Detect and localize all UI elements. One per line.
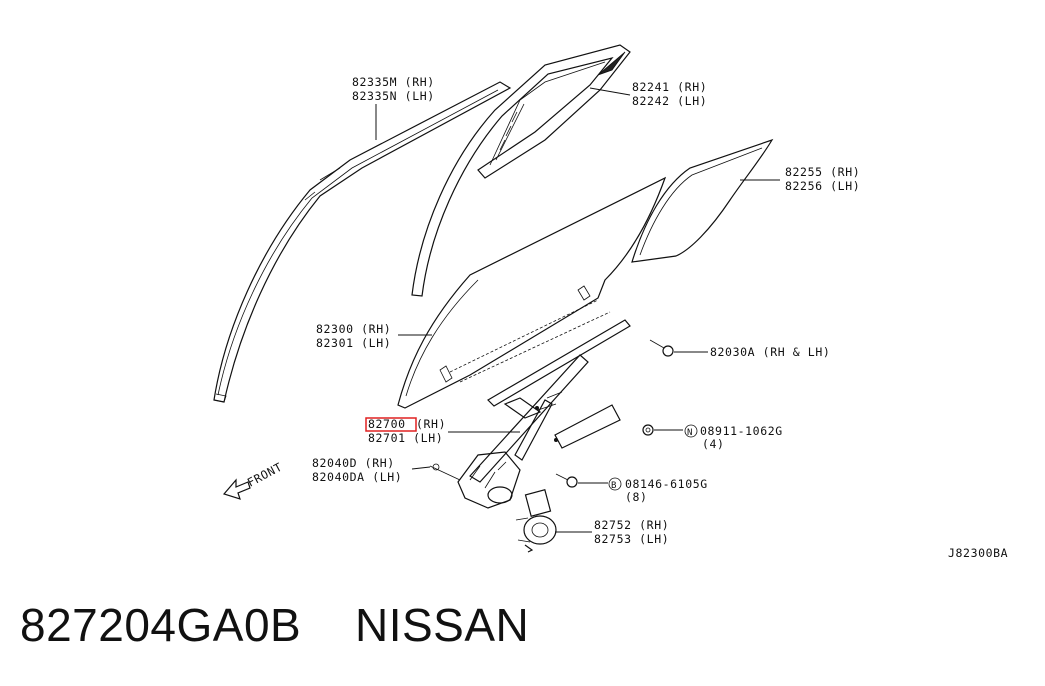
label-82255: 82255 (RH)	[785, 165, 860, 179]
label-82300: 82300 (RH)	[316, 322, 391, 336]
nut-symbol: N	[687, 428, 693, 438]
label-08146-qty: (8)	[625, 490, 648, 504]
label-82752: 82752 (RH)	[594, 518, 669, 532]
sash-channel-part	[411, 44, 631, 297]
nut-symbol-circle	[684, 424, 698, 438]
motor-part	[515, 489, 557, 553]
label-82700-suffix: (RH)	[416, 417, 446, 431]
highlight-box	[365, 417, 417, 432]
label-08911: 08911-1062G	[700, 424, 783, 438]
front-label: FRONT	[245, 460, 285, 490]
label-82335m: 82335M (RH)	[352, 75, 435, 89]
footer-brand: NISSAN	[355, 599, 530, 651]
bolt-08146	[555, 473, 578, 488]
label-82040d: 82040D (RH)	[312, 456, 395, 470]
parts-diagram: 82335M (RH) 82335N (LH) 82241 (RH) 82242…	[213, 44, 1008, 560]
label-82241: 82241 (RH)	[632, 80, 707, 94]
bolt-symbol-circle	[608, 477, 622, 491]
regulator-part	[449, 299, 631, 483]
label-82335n: 82335N (LH)	[352, 89, 435, 103]
leader-lines	[375, 87, 780, 533]
label-82700[interactable]: 82700	[368, 417, 406, 431]
bolt-82030a	[649, 339, 674, 357]
label-82242: 82242 (LH)	[632, 94, 707, 108]
label-82753: 82753 (LH)	[594, 532, 669, 546]
label-82040da: 82040DA (LH)	[312, 470, 402, 484]
front-arrow: FRONT	[222, 460, 285, 500]
diagram-code: J82300BA	[948, 546, 1008, 560]
label-82256: 82256 (LH)	[785, 179, 860, 193]
label-82030a: 82030A (RH & LH)	[710, 345, 830, 359]
label-82301: 82301 (LH)	[316, 336, 391, 350]
nut-08911	[642, 424, 654, 436]
bolt-symbol: B	[611, 481, 617, 491]
label-08146: 08146-6105G	[625, 477, 708, 491]
regulator-base-part	[429, 451, 521, 509]
quarter-glass-part	[631, 138, 774, 263]
label-82701: 82701 (LH)	[368, 431, 443, 445]
door-glass-part	[397, 176, 667, 409]
footer-part-number: 827204GA0B	[20, 599, 302, 651]
door-moulding-part	[213, 81, 512, 403]
label-08911-qty: (4)	[702, 437, 725, 451]
